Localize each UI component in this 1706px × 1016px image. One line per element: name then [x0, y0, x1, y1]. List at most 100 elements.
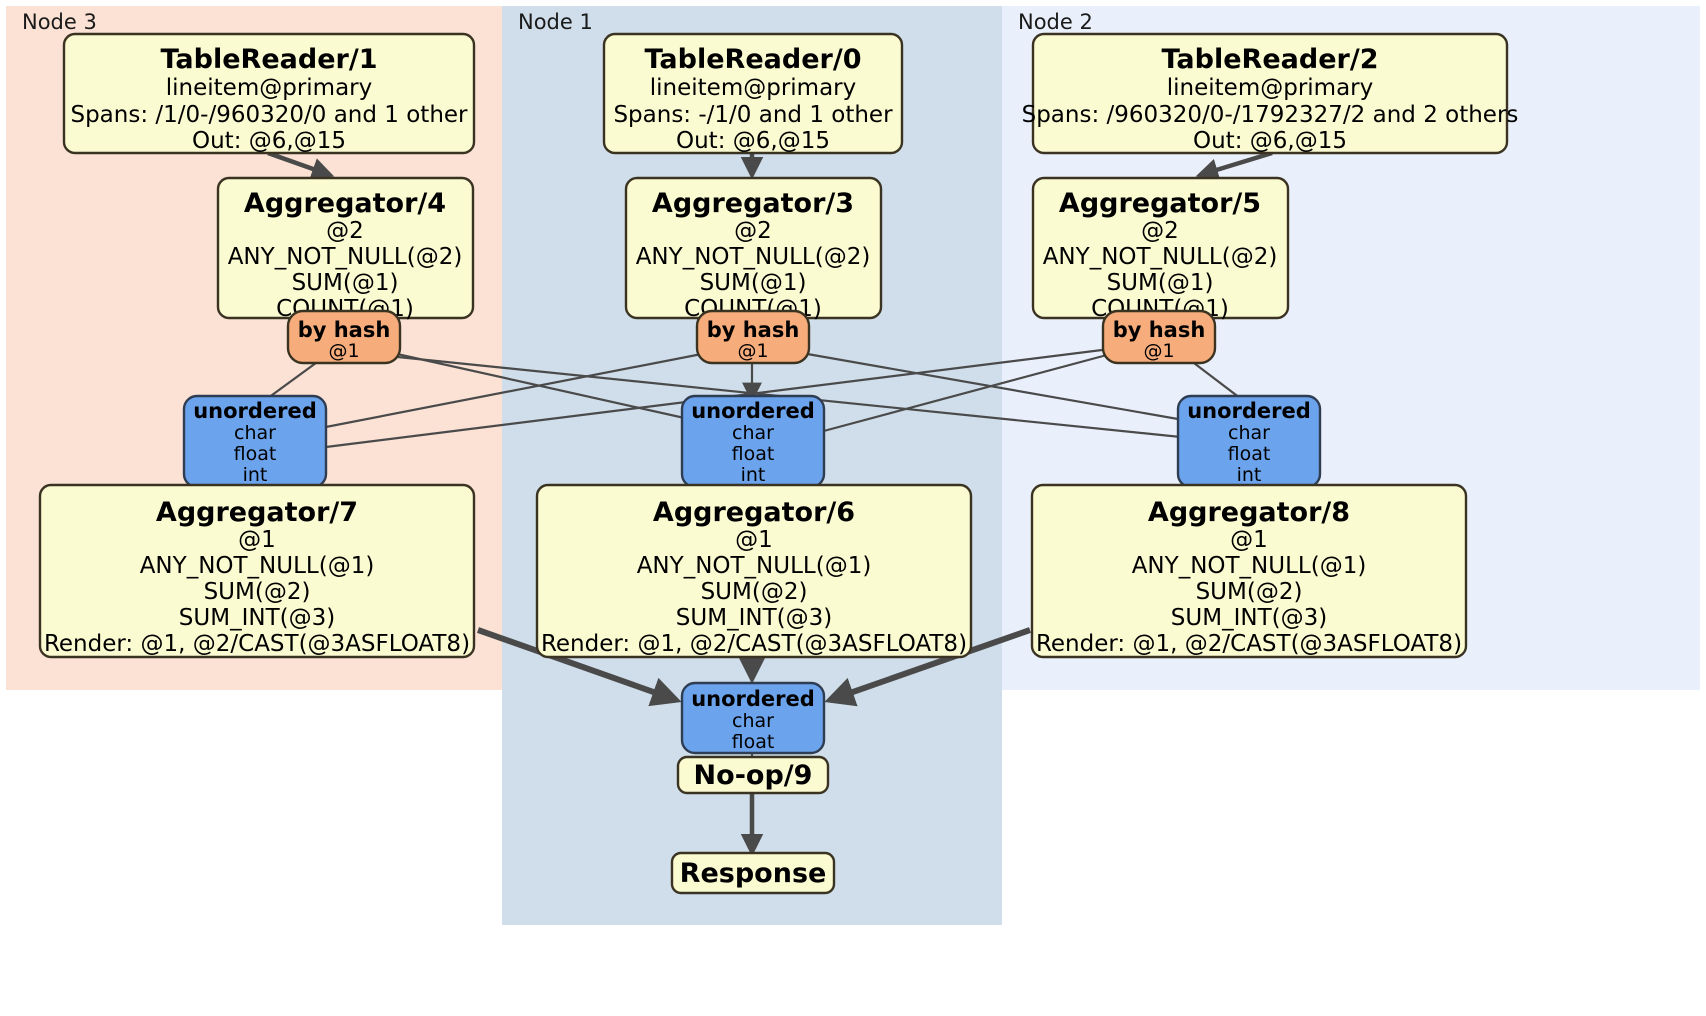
tablereader-1-line-1: Spans: /1/0-/960320/0 and 1 other [70, 102, 468, 128]
edge-hashleft-unordcenter [387, 350, 717, 427]
tablereader-1-line-0: lineitem@primary [166, 75, 372, 101]
aggregator-5-line-2: SUM(@1) [1107, 270, 1214, 296]
router-by-hash-center[interactable]: by hash @1 [695, 309, 811, 365]
noop-9-box[interactable] [676, 755, 830, 795]
edge-hashright-unordcenter [819, 350, 1119, 434]
edge-hashright-unordright [1189, 359, 1241, 399]
aggregator-8-line-4: Render: @1, @2/CAST(@3ASFLOAT8) [1036, 631, 1462, 657]
edge-hashcenter-unordright [795, 350, 1213, 427]
aggregator-7-title: Aggregator/7 [156, 497, 358, 528]
node-aggregator-3[interactable]: Aggregator/3 @2 ANY_NOT_NULL(@2) SUM(@1)… [624, 176, 883, 322]
unordered-right-line-1: float [1228, 443, 1271, 465]
synchronizer-unordered-center[interactable]: unordered char float int [680, 394, 826, 489]
node-tablereader-1[interactable]: TableReader/1 lineitem@primary Spans: /1… [62, 32, 476, 155]
by-hash-center-line-0: @1 [737, 340, 768, 362]
by-hash-right-box[interactable] [1101, 309, 1217, 365]
edge-tr2-agg5 [1195, 150, 1273, 181]
tablereader-1-title: TableReader/1 [161, 44, 378, 75]
response-title: Response [680, 858, 827, 889]
synchronizer-unordered-left[interactable]: unordered char float int [182, 394, 328, 489]
unordered-right-line-0: char [1228, 422, 1270, 444]
by-hash-center-box[interactable] [695, 309, 811, 365]
node-aggregator-8[interactable]: Aggregator/8 @1 ANY_NOT_NULL(@1) SUM(@2)… [1030, 483, 1468, 659]
unordered-right-title: unordered [1187, 399, 1311, 423]
node-response[interactable]: Response [670, 851, 836, 895]
tablereader-2-box[interactable] [1031, 32, 1509, 155]
aggregator-5-line-1: ANY_NOT_NULL(@2) [1043, 244, 1278, 270]
tablereader-1-line-2: Out: @6,@15 [192, 128, 346, 154]
edge-agg8-final [824, 627, 1031, 707]
tablereader-2-title: TableReader/2 [1162, 44, 1379, 75]
by-hash-left-box[interactable] [286, 309, 402, 365]
edges-reader-to-aggregator [267, 150, 1273, 181]
aggregator-7-line-4: Render: @1, @2/CAST(@3ASFLOAT8) [44, 631, 470, 657]
tablereader-0-box[interactable] [602, 32, 904, 155]
aggregator-6-line-2: SUM(@2) [701, 579, 808, 605]
aggregator-7-line-1: ANY_NOT_NULL(@1) [140, 553, 375, 579]
router-by-hash-left[interactable]: by hash @1 [286, 309, 402, 365]
node-aggregator-5[interactable]: Aggregator/5 @2 ANY_NOT_NULL(@2) SUM(@1)… [1031, 176, 1290, 322]
unordered-left-line-1: float [234, 443, 277, 465]
aggregator-6-line-1: ANY_NOT_NULL(@1) [637, 553, 872, 579]
aggregator-8-line-2: SUM(@2) [1196, 579, 1303, 605]
unordered-final-title: unordered [691, 687, 815, 711]
node-tablereader-2[interactable]: TableReader/2 lineitem@primary Spans: /9… [1022, 32, 1519, 155]
tablereader-0-line-1: Spans: -/1/0 and 1 other [613, 102, 893, 128]
edge-agg7-final [477, 627, 682, 707]
response-box[interactable] [670, 851, 836, 895]
by-hash-right-title: by hash [1113, 318, 1206, 342]
aggregator-8-title: Aggregator/8 [1148, 497, 1350, 528]
aggregator-8-box[interactable] [1030, 483, 1468, 659]
unordered-final-box[interactable] [680, 681, 826, 755]
aggregator-4-line-2: SUM(@1) [292, 270, 399, 296]
aggregator-6-box[interactable] [535, 483, 973, 659]
unordered-left-line-0: char [234, 422, 276, 444]
node-aggregator-4[interactable]: Aggregator/4 @2 ANY_NOT_NULL(@2) SUM(@1)… [216, 176, 475, 322]
unordered-center-line-0: char [732, 422, 774, 444]
tablereader-0-line-0: lineitem@primary [650, 75, 856, 101]
panel-node2-label: Node 2 [1018, 10, 1093, 34]
tablereader-1-box[interactable] [62, 32, 476, 155]
aggregator-4-title: Aggregator/4 [244, 188, 446, 219]
aggregator-6-line-3: SUM_INT(@3) [676, 605, 832, 631]
aggregator-6-line-0: @1 [735, 527, 773, 553]
tablereader-2-line-0: lineitem@primary [1167, 75, 1373, 101]
synchronizer-unordered-right[interactable]: unordered char float int [1176, 394, 1322, 489]
node-noop-9[interactable]: No-op/9 [676, 755, 830, 795]
aggregator-3-line-2: SUM(@1) [700, 270, 807, 296]
aggregator-8-line-1: ANY_NOT_NULL(@1) [1132, 553, 1367, 579]
unordered-center-line-2: int [741, 464, 766, 486]
aggregator-3-line-1: ANY_NOT_NULL(@2) [636, 244, 871, 270]
aggregator-6-title: Aggregator/6 [653, 497, 855, 528]
synchronizer-unordered-final[interactable]: unordered char float [680, 681, 826, 755]
unordered-final-line-1: float [732, 731, 775, 753]
unordered-left-line-2: int [243, 464, 268, 486]
tablereader-0-title: TableReader/0 [645, 44, 862, 75]
unordered-final-line-0: char [732, 710, 774, 732]
node-aggregator-6[interactable]: Aggregator/6 @1 ANY_NOT_NULL(@1) SUM(@2)… [535, 483, 973, 659]
aggregator-7-line-2: SUM(@2) [204, 579, 311, 605]
aggregator-5-line-0: @2 [1141, 218, 1179, 244]
panel-node3-label: Node 3 [22, 10, 97, 34]
router-by-hash-right[interactable]: by hash @1 [1101, 309, 1217, 365]
aggregator-4-line-1: ANY_NOT_NULL(@2) [228, 244, 463, 270]
noop-9-title: No-op/9 [694, 760, 813, 791]
aggregator-5-title: Aggregator/5 [1059, 188, 1261, 219]
tablereader-0-line-2: Out: @6,@15 [676, 128, 830, 154]
aggregator-7-box[interactable] [38, 483, 476, 659]
by-hash-left-title: by hash [298, 318, 391, 342]
aggregator-7-line-0: @1 [238, 527, 276, 553]
aggregator-3-title: Aggregator/3 [652, 188, 854, 219]
edge-tr1-agg4 [267, 150, 335, 180]
edge-hashleft-unordleft [267, 359, 321, 399]
unordered-right-line-2: int [1237, 464, 1262, 486]
node-tablereader-0[interactable]: TableReader/0 lineitem@primary Spans: -/… [602, 32, 904, 155]
aggregator-3-line-0: @2 [734, 218, 772, 244]
unordered-center-line-1: float [732, 443, 775, 465]
by-hash-right-line-0: @1 [1143, 340, 1174, 362]
panel-node1-label: Node 1 [518, 10, 593, 34]
node-aggregator-7[interactable]: Aggregator/7 @1 ANY_NOT_NULL(@1) SUM(@2)… [38, 483, 476, 659]
aggregator-8-line-3: SUM_INT(@3) [1171, 605, 1327, 631]
